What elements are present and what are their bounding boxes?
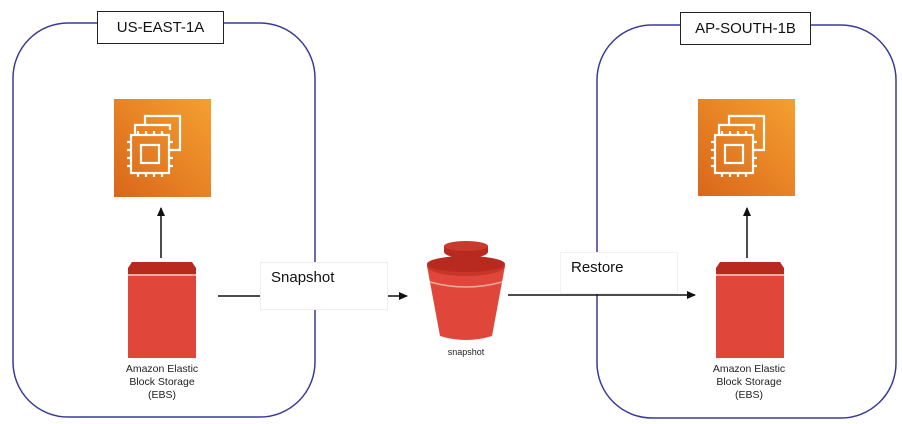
ec2-instance-icon-right bbox=[698, 99, 795, 196]
restore-arrow-label: Restore bbox=[560, 252, 678, 294]
snapshot-bucket-caption: snapshot bbox=[447, 347, 485, 357]
region-label-ap-south-1b: AP-SOUTH-1B bbox=[680, 12, 811, 45]
ebs-caption-line3: (EBS) bbox=[147, 389, 176, 401]
ebs-caption-line3: (EBS) bbox=[734, 389, 763, 401]
ebs-caption-line2: Block Storage bbox=[129, 376, 195, 388]
ebs-caption-line2: Block Storage bbox=[716, 376, 782, 388]
ec2-instance-icon-left bbox=[114, 99, 211, 197]
ebs-volume-icon-right bbox=[716, 262, 784, 358]
ebs-caption-line1: Amazon Elastic bbox=[712, 363, 786, 375]
snapshot-arrow-label: Snapshot bbox=[260, 262, 388, 310]
ebs-caption-line1: Amazon Elastic bbox=[125, 363, 199, 375]
ebs-volume-icon-left bbox=[128, 262, 196, 358]
region-label-us-east-1a: US-EAST-1A bbox=[97, 11, 224, 44]
s3-bucket-icon bbox=[427, 241, 505, 340]
ebs-caption-right: Amazon Elastic Block Storage (EBS) bbox=[690, 363, 808, 402]
ebs-caption-left: Amazon Elastic Block Storage (EBS) bbox=[103, 363, 221, 402]
